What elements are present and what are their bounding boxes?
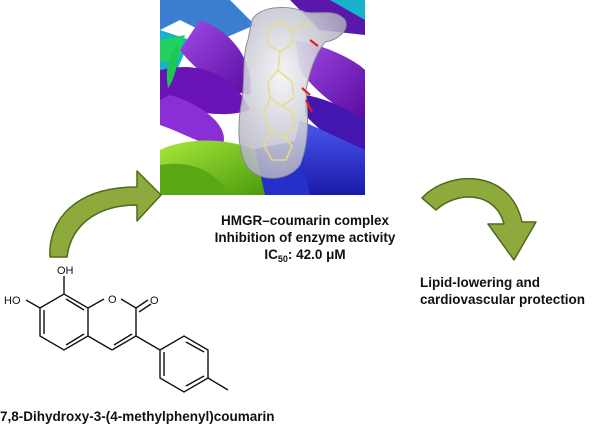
outcome-line-1: Lipid-lowering and <box>420 275 540 290</box>
atom-label-ring-oxygen: O <box>108 294 117 306</box>
ic50-line: IC50: 42.0 μM <box>205 246 405 268</box>
curved-arrow-left <box>49 170 162 258</box>
complex-caption: HMGR–coumarin complex Inhibition of enzy… <box>205 212 405 268</box>
atom-label-oh: OH <box>57 265 74 277</box>
chemical-structure: OH HO O O <box>4 265 229 393</box>
atom-label-ho: HO <box>4 295 21 307</box>
complex-inhibition: Inhibition of enzyme activity <box>214 230 396 245</box>
curved-arrow-right <box>421 178 537 261</box>
outcome-line-2: cardiovascular protection <box>420 292 586 307</box>
protein-structure-image <box>160 0 365 195</box>
ic50-prefix: IC <box>264 247 278 262</box>
molecule-name: 7,8-Dihydroxy-3-(4-methylphenyl)coumarin <box>0 409 275 424</box>
ic50-subscript: 50 <box>277 254 288 264</box>
ic50-value: : 42.0 μM <box>287 247 346 262</box>
atom-label-carbonyl-oxygen: O <box>150 295 159 307</box>
outcome-caption: Lipid-lowering and cardiovascular protec… <box>420 274 600 308</box>
complex-title: HMGR–coumarin complex <box>220 213 390 228</box>
protein-ribbon-illustration <box>160 0 365 195</box>
